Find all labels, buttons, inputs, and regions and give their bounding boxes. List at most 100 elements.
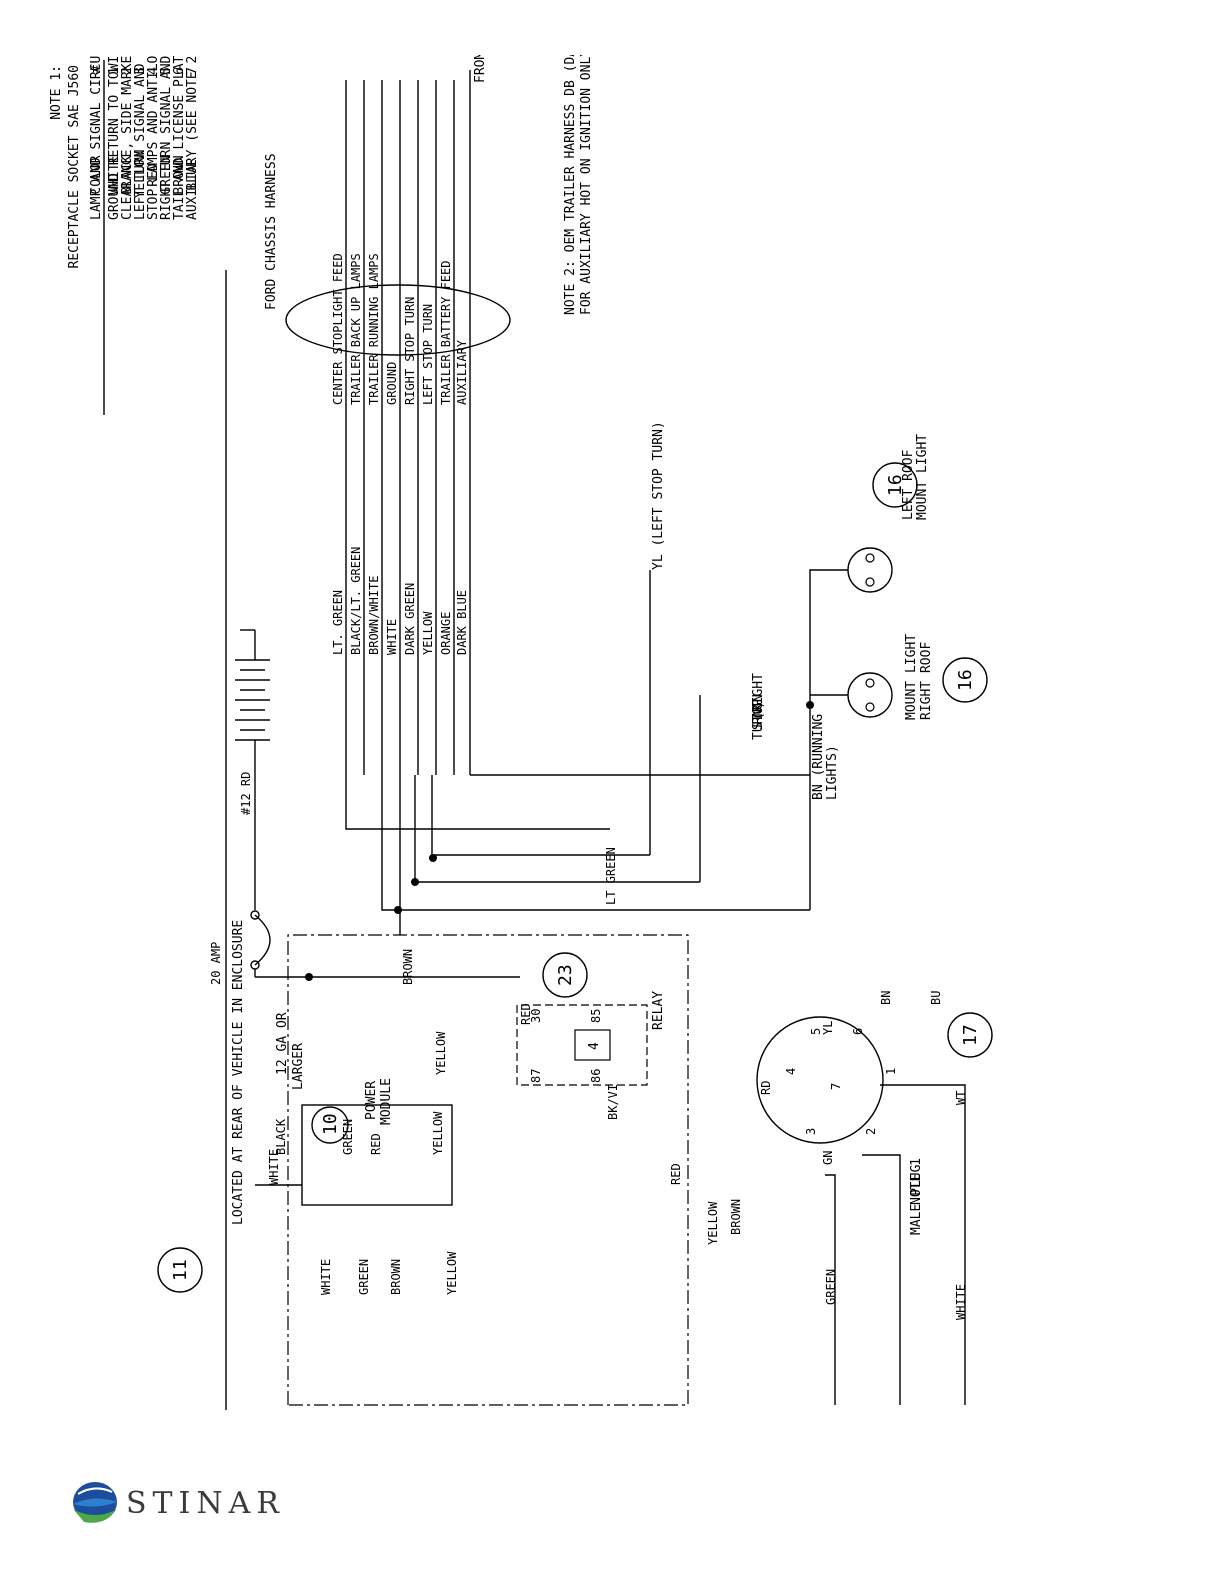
pm-yellow-in-label: YELLOW <box>431 1111 445 1155</box>
relay-box <box>516 1004 648 1086</box>
wire-color: YELLOW <box>421 611 435 655</box>
power-module-box <box>301 1104 453 1206</box>
row-circuit: TAIL AND LICENSE PLATE LAMPS <box>172 55 187 220</box>
red-label: RED <box>519 1003 533 1025</box>
red-out-label: RED <box>669 1163 683 1185</box>
row-num: 5 <box>159 67 174 75</box>
enclosure-border <box>287 934 689 1406</box>
wire-lt-green <box>345 775 610 830</box>
note1-row: 1 WHITE GROUND RETURN TO TOWING VEHICLE <box>107 55 122 220</box>
junction-dot <box>394 906 402 914</box>
note2-line2: FOR AUXILIARY HOT ON IGNITION ONLY <box>579 55 594 315</box>
pm-brown-in-label: BROWN <box>401 949 415 985</box>
row-color: RED <box>146 163 161 187</box>
harness-wire-list: AUXILIARY DARK BLUE TRAILER BATTERY FEED… <box>331 253 469 655</box>
pin-5: 5 <box>809 1028 823 1035</box>
wire-green-out <box>825 1174 836 1405</box>
lamp-terminal <box>865 577 875 587</box>
component-16-number: 16 <box>885 474 906 496</box>
row-color: BLUE <box>185 159 200 190</box>
relay-23-circle <box>542 952 588 998</box>
pin-rd-label: RD <box>759 1081 773 1095</box>
wire-name: LEFT STOP TURN <box>421 304 435 405</box>
right-roof-label: RIGHT ROOF <box>919 642 934 720</box>
yellow-out-label: YELLOW <box>706 1201 720 1245</box>
power-module-label2: MODULE <box>379 1078 394 1125</box>
note1-row: 3 YELLOW LEFT TURN SIGNAL AND HAZARD LAM… <box>133 55 148 220</box>
fuse-terminal <box>250 910 260 920</box>
pin-gn-label: GN <box>821 1151 835 1165</box>
roof-wiring: YL (LEFT STOP TURN) GN (RIGHT STOP TURN)… <box>434 421 848 1075</box>
lamp-terminal <box>865 702 875 712</box>
stinar-logo <box>70 1480 120 1528</box>
green-out-label: GREEN <box>824 1269 838 1305</box>
relay-pin30: 30 <box>529 1009 543 1023</box>
gn-right-label: (RIGHT <box>751 673 766 720</box>
component-17-number: 17 <box>960 1024 981 1046</box>
row-color: WHITE <box>107 155 122 194</box>
rear-enclosure: LOCATED AT REAR OF VEHICLE IN ENCLOSURE … <box>225 270 689 1410</box>
right-roof-light: 16 RIGHT ROOF MOUNT LIGHT <box>847 634 988 720</box>
male-plug-17: 17 NOTE 1 MALE PLUG BN BU WT YL RD GN 1 … <box>756 991 993 1235</box>
lamp-terminal <box>865 678 875 688</box>
note2: NOTE 2: OEM TRAILER HARNESS DB (DARK BLU… <box>563 55 594 315</box>
note1-row: 7 BLUE AUXILIARY (SEE NOTE 2) <box>185 55 200 220</box>
fuse-element <box>254 914 271 966</box>
pin-3: 3 <box>804 1128 818 1135</box>
component-16b-number: 16 <box>955 669 976 691</box>
component-17-circle <box>947 1012 993 1058</box>
from-6pin-label: FROM 6 PIN CONNECTION <box>473 55 488 83</box>
component-16b-circle <box>942 657 988 703</box>
male-plug-note: NOTE 1 <box>909 1158 924 1205</box>
yl-left-label: YL (LEFT STOP TURN) <box>651 421 666 570</box>
power-module-number: 10 <box>320 1113 341 1135</box>
relay-label: RELAY <box>651 991 666 1030</box>
wire-color: DARK BLUE <box>455 590 469 655</box>
row-color: BLACK <box>120 155 135 194</box>
wire-brown-route <box>381 775 810 911</box>
relay-coil-num: 4 <box>587 1042 602 1050</box>
note1-row: 5 GREEN RIGHT TURN SIGNAL AND HAZARD LAM… <box>159 55 174 220</box>
white-out-label: WHITE <box>954 1284 968 1320</box>
wire-color: BROWN/WHITE <box>367 576 381 655</box>
row-circuit: STOP LAMPS AND ANTILOCK DEVICES <box>146 55 161 220</box>
pin-6: 6 <box>851 1028 865 1035</box>
pm-red-label: RED <box>369 1133 383 1155</box>
harness-routing <box>305 774 810 981</box>
note1-row: 4 RED STOP LAMPS AND ANTILOCK DEVICES <box>146 55 161 220</box>
row-circuit: AUXILIARY (SEE NOTE 2) <box>185 55 200 220</box>
harness-bundle: FROM 6 PIN CONNECTION FORD CHASSIS HARNE… <box>264 55 511 775</box>
ford-chassis-label: FORD CHASSIS HARNESS <box>264 153 279 310</box>
wire-yellow-route <box>431 775 650 856</box>
note1-table: NOTE 1: RECEPTACLE SOCKET SAE J560 # COL… <box>49 55 200 415</box>
pm-green-label: GREEN <box>357 1259 371 1295</box>
gn-turn-label: TURN) <box>751 701 766 740</box>
pm-white-label: WHITE <box>319 1259 333 1295</box>
power-module-label1: POWER <box>364 1081 379 1120</box>
wire-color: BLACK/LT. GREEN <box>349 547 363 655</box>
wire-name: TRAILER BATTERY FEED <box>439 261 453 406</box>
note1-row: 6 BROWN TAIL AND LICENSE PLATE LAMPS <box>172 55 187 220</box>
schematic-svg: NOTE 1: RECEPTACLE SOCKET SAE J560 # COL… <box>49 55 993 1410</box>
ga12-line1: 12 GA OR <box>275 1012 290 1075</box>
fuse-label: 20 AMP <box>209 942 223 985</box>
pin-bn-label: BN <box>879 991 893 1005</box>
pin-4: 4 <box>784 1068 798 1075</box>
bn-lights-label: LIGHTS) <box>825 745 840 800</box>
note1-col-circuit: LAMP AND SIGNAL CIRCUITS <box>89 55 104 220</box>
relay-bkvi-label: BK/VI <box>606 1084 620 1120</box>
pin-yl-label: YL <box>821 1021 835 1035</box>
pin-7: 7 <box>829 1083 843 1090</box>
wire-name: RIGHT STOP TURN <box>403 297 417 405</box>
junction-dot <box>429 854 437 862</box>
wire-name: CENTER STOPLIGHT FEED <box>331 253 345 405</box>
component-16-circle <box>872 462 918 508</box>
note1-row: 2 BLACK CLEARANCE, SIDE MARKER AND ID LA… <box>120 55 135 220</box>
row-circuit: CLEARANCE, SIDE MARKER AND ID LAMPS <box>120 55 135 220</box>
row-num: 7 <box>185 67 200 75</box>
note1-rows: 1 WHITE GROUND RETURN TO TOWING VEHICLE … <box>107 55 200 220</box>
relay-coil <box>574 1029 611 1061</box>
relay-23: 23 RELAY 4 85 86 30 87 BK/VI <box>516 952 666 1120</box>
pin-bu-label: BU <box>929 991 943 1005</box>
component-11-number: 11 <box>170 1259 191 1281</box>
